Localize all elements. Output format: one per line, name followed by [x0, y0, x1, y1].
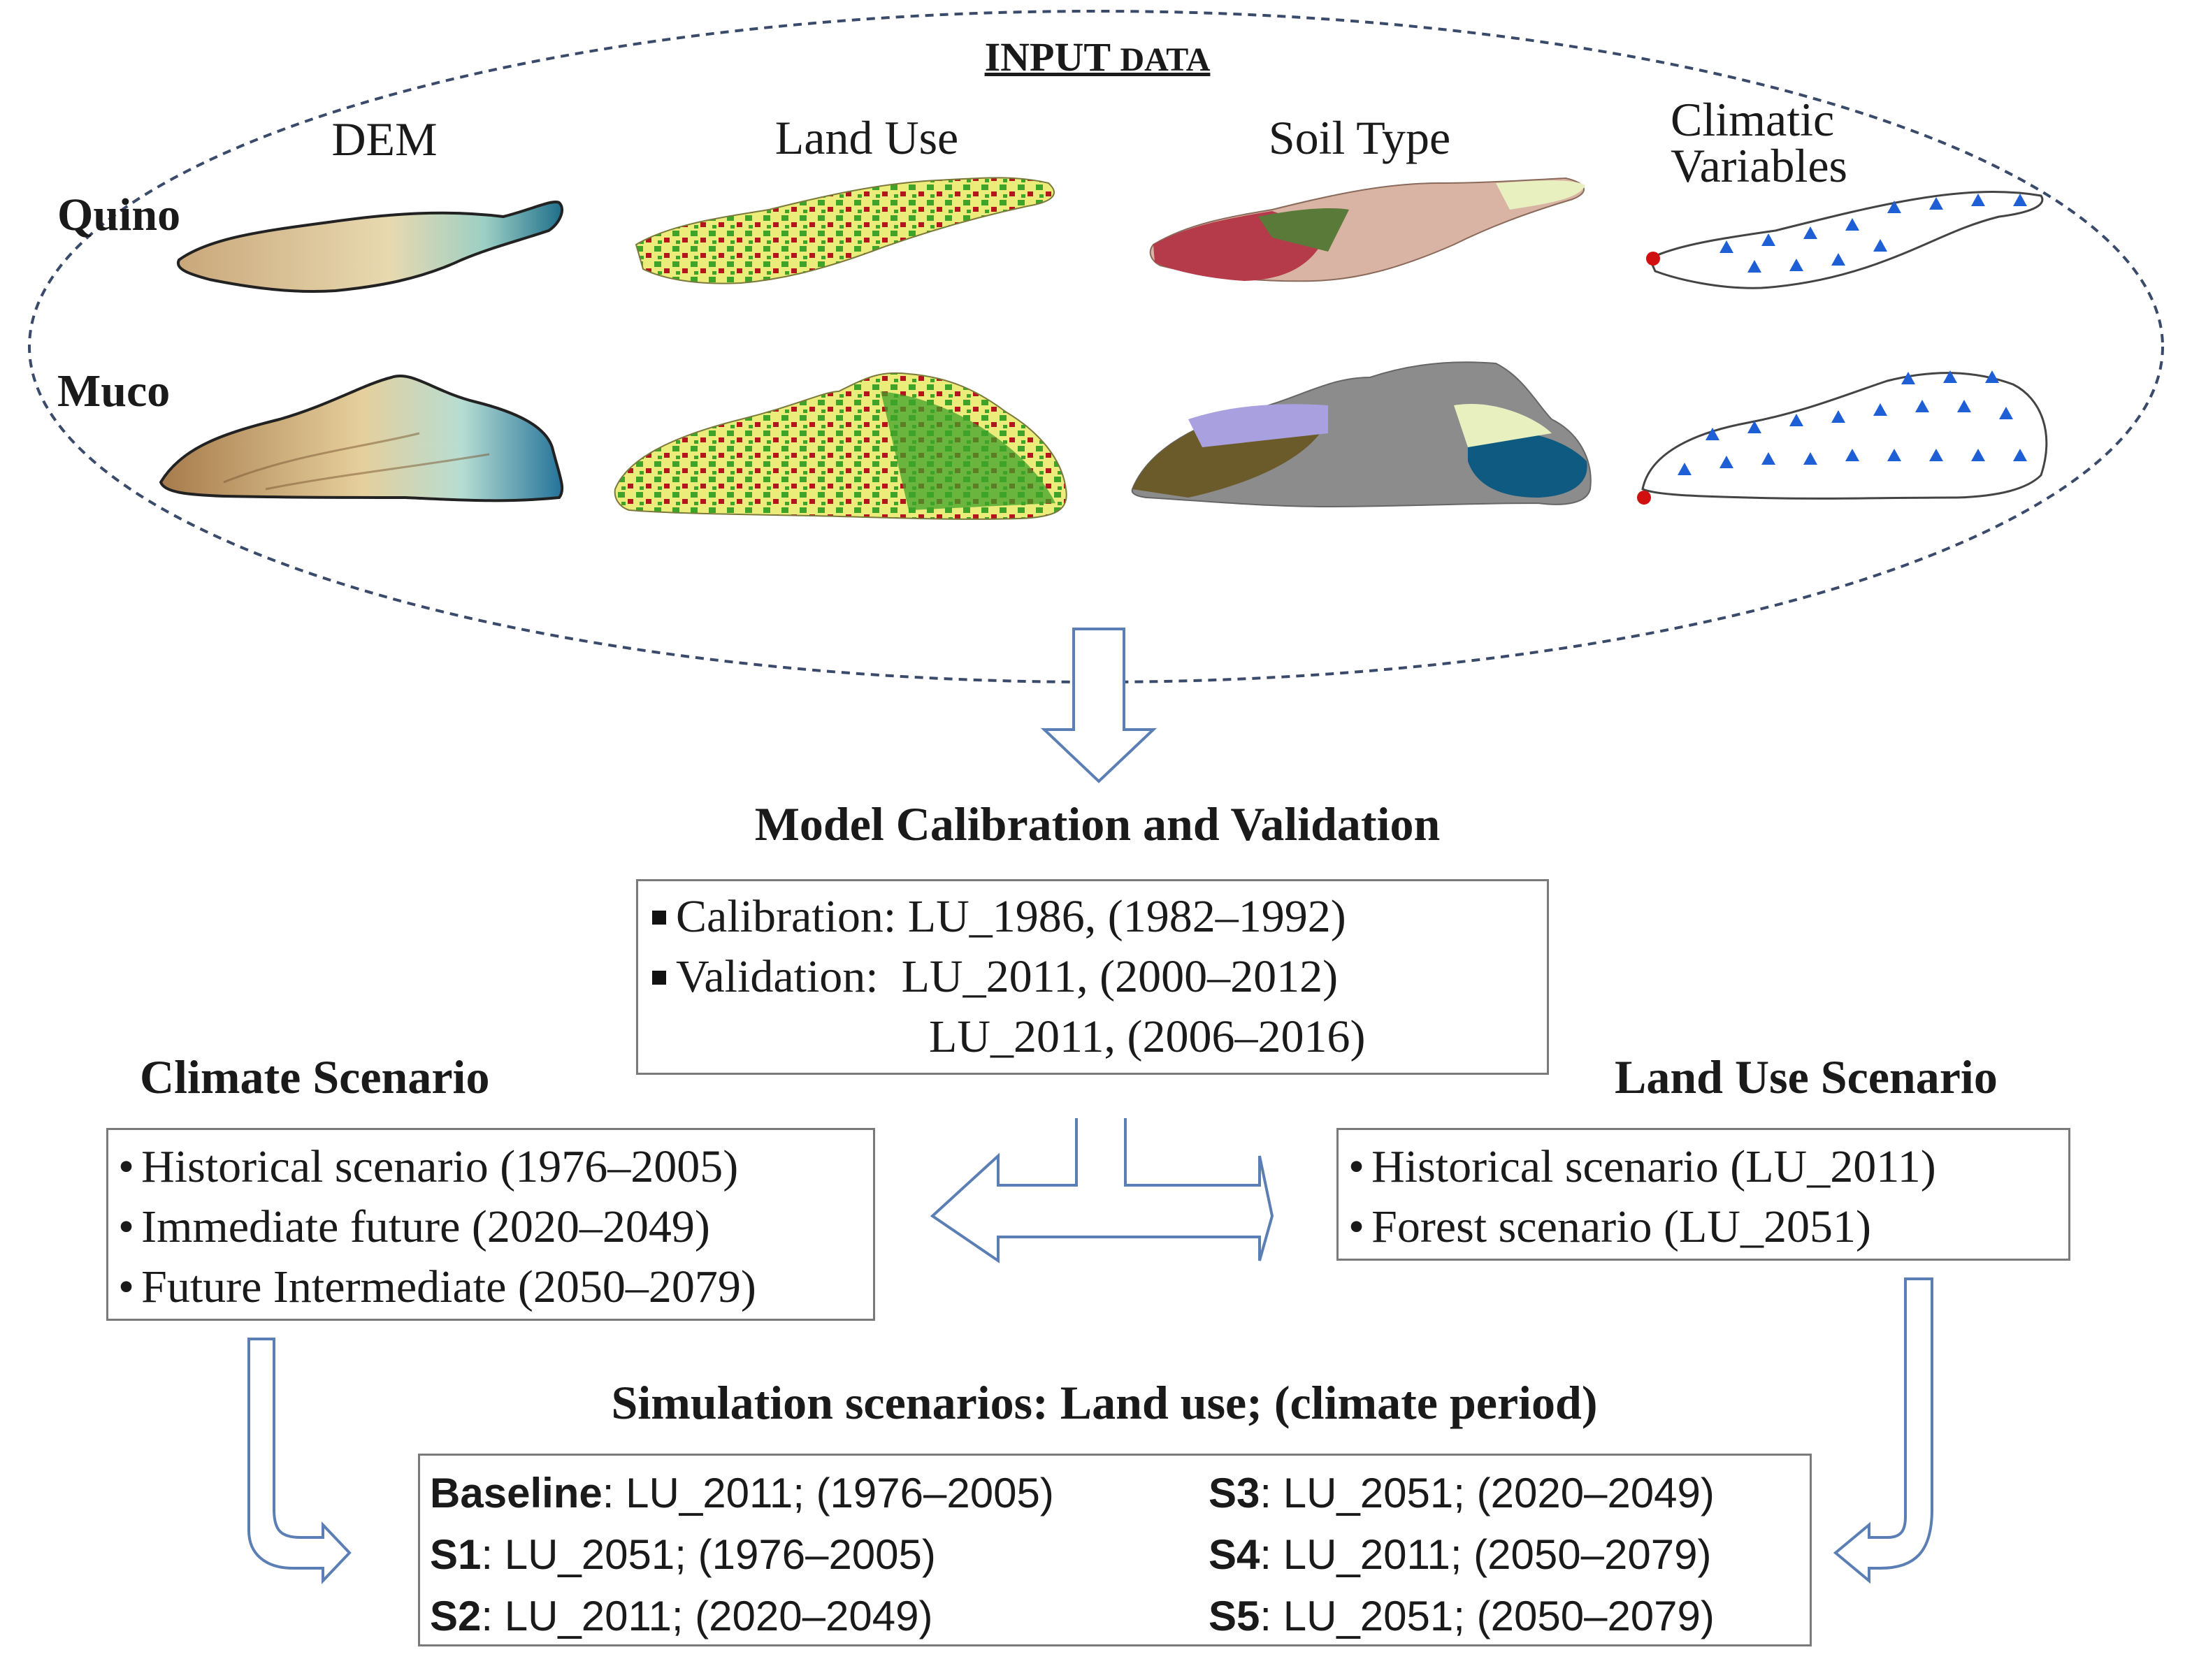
scenario-text: : LU_2051; (2020–2049) — [1260, 1470, 1715, 1516]
climate-scenario-heading: Climate Scenario — [140, 1050, 490, 1103]
climate-item: •Immediate future (2020–2049) — [118, 1201, 710, 1252]
col-label-dem: DEM — [331, 113, 438, 166]
scenario-text: : LU_2011; (2050–2079) — [1260, 1531, 1712, 1578]
scenario-entry: S3: LU_2051; (2020–2049) — [1209, 1463, 1715, 1524]
climate-muco-map — [1641, 372, 2048, 500]
down-arrow — [1040, 628, 1158, 783]
climate-scenario-box: •Historical scenario (1976–2005) •Immedi… — [106, 1128, 875, 1321]
calibration-heading: Model Calibration and Validation — [754, 797, 1441, 850]
climate-quino-stations — [1719, 194, 2027, 273]
simulation-left-column: Baseline: LU_2011; (1976–2005) S1: LU_20… — [430, 1463, 1054, 1647]
right-curved-arrow — [1833, 1277, 1933, 1584]
row-label-quino: Quino — [57, 189, 181, 240]
landuse-quino-map — [635, 177, 1055, 284]
scenario-text: : LU_2011; (1976–2005) — [602, 1470, 1054, 1516]
left-curved-arrow — [247, 1338, 352, 1585]
calibration-box: Calibration: LU_1986, (1982–1992) Valida… — [636, 879, 1549, 1075]
validation-line: Validation: LU_2011, (2000–2012) — [652, 947, 1547, 1007]
scenario-label: S3 — [1209, 1470, 1260, 1516]
split-double-arrow — [930, 1118, 1274, 1263]
dem-quino-map — [176, 201, 563, 294]
scenario-entry: S1: LU_2051; (1976–2005) — [430, 1524, 1054, 1586]
input-title-main: INPUT — [984, 34, 1120, 80]
scenario-entry: S2: LU_2011; (2020–2049) — [430, 1586, 1054, 1647]
climate-quino-map — [1648, 191, 2044, 289]
scenario-label: S2 — [430, 1593, 482, 1639]
land-use-item: •Historical scenario (LU_2011) — [1348, 1141, 1936, 1192]
calibration-text: Calibration: LU_1986, (1982–1992) — [676, 891, 1346, 942]
scenario-entry: Baseline: LU_2011; (1976–2005) — [430, 1463, 1054, 1524]
climate-item: •Historical scenario (1976–2005) — [118, 1141, 739, 1192]
land-use-scenario-box: •Historical scenario (LU_2011) •Forest s… — [1336, 1128, 2070, 1261]
simulation-right-column: S3: LU_2051; (2020–2049) S4: LU_2011; (2… — [1209, 1463, 1715, 1647]
land-use-item-text: Historical scenario (LU_2011) — [1371, 1141, 1936, 1192]
land-use-scenario-heading: Land Use Scenario — [1615, 1050, 1998, 1103]
land-use-item-text: Forest scenario (LU_2051) — [1371, 1201, 1871, 1252]
scenario-text: : LU_2051; (1976–2005) — [481, 1531, 936, 1578]
scenario-entry: S4: LU_2011; (2050–2079) — [1209, 1524, 1715, 1586]
simulation-heading: Simulation scenarios: Land use; (climate… — [611, 1376, 1598, 1429]
climate-item-text: Future Intermediate (2050–2079) — [141, 1261, 756, 1312]
scenario-entry: S5: LU_2051; (2050–2079) — [1209, 1586, 1715, 1647]
calibration-line: Calibration: LU_1986, (1982–1992) — [652, 887, 1547, 947]
scenario-label: S5 — [1209, 1593, 1260, 1639]
input-data-title: INPUT DATA — [902, 34, 1293, 80]
climate-muco-stations — [1678, 370, 2027, 475]
scenario-text: : LU_2051; (2050–2079) — [1260, 1593, 1715, 1639]
col-label-climatic-variables: Climatic Variables — [1671, 93, 1848, 192]
input-title-small: DATA — [1120, 41, 1211, 78]
climate-item: •Future Intermediate (2050–2079) — [118, 1261, 756, 1312]
climate-item-text: Historical scenario (1976–2005) — [141, 1141, 739, 1192]
climate-item-text: Immediate future (2020–2049) — [141, 1201, 710, 1252]
land-use-item: •Forest scenario (LU_2051) — [1348, 1201, 1871, 1252]
scenario-label: S4 — [1209, 1531, 1260, 1578]
scenario-label: Baseline — [430, 1470, 603, 1516]
validation-text: Validation: LU_2011, (2000–2012) — [676, 951, 1339, 1002]
simulation-box: Baseline: LU_2011; (1976–2005) S1: LU_20… — [418, 1454, 1812, 1646]
col-label-soil-type: Soil Type — [1268, 111, 1451, 164]
scenario-label: S1 — [430, 1531, 482, 1578]
scenario-text: : LU_2011; (2020–2049) — [481, 1593, 933, 1639]
col-label-land-use: Land Use — [774, 111, 959, 164]
validation-line-2: LU_2011, (2006–2016) — [929, 1011, 1366, 1062]
row-label-muco: Muco — [57, 365, 171, 417]
dem-muco-map — [159, 375, 564, 502]
